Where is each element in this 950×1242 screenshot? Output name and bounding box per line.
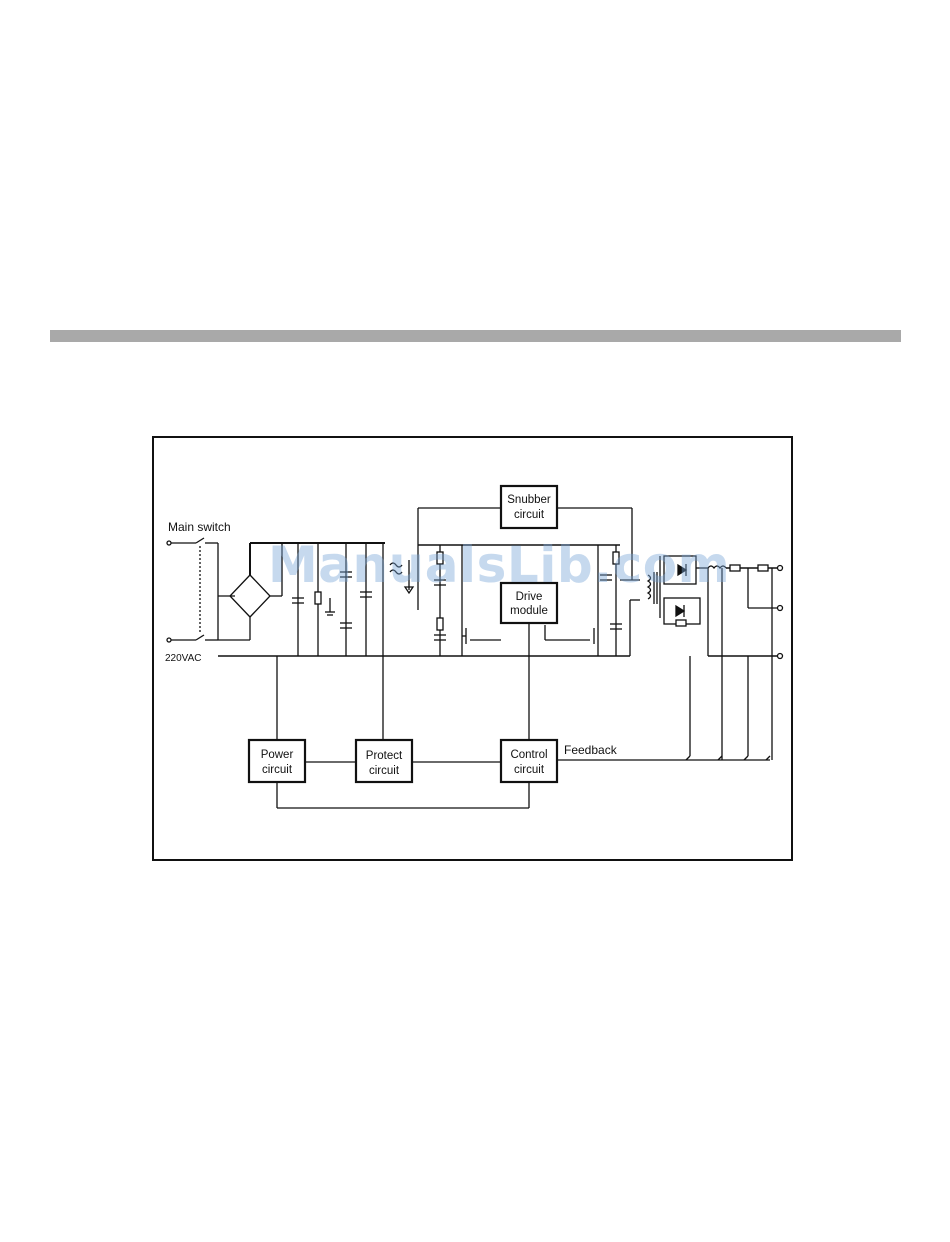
protect-label-2: circuit xyxy=(369,765,400,777)
power-label-2: circuit xyxy=(262,764,293,776)
power-label-1: Power xyxy=(261,749,294,761)
input-voltage-label: 220VAC xyxy=(165,653,202,664)
snubber-label-1: Snubber xyxy=(507,494,551,506)
main-switch-label: Main switch xyxy=(168,520,231,534)
watermark-text: ManualsLib.com xyxy=(268,536,730,594)
control-label-2: circuit xyxy=(514,764,545,776)
output-terminal-1 xyxy=(778,566,783,571)
input-terminal-bottom xyxy=(167,638,171,642)
protect-label-1: Protect xyxy=(366,750,403,762)
bridge-rectifier xyxy=(230,575,270,617)
output-terminal-2 xyxy=(778,606,783,611)
drive-label-2: module xyxy=(510,605,548,617)
snubber-label-2: circuit xyxy=(514,509,545,521)
snubber-circuit-block xyxy=(501,486,557,528)
input-terminal-top xyxy=(167,541,171,545)
control-label-1: Control xyxy=(510,749,547,761)
output-terminal-3 xyxy=(778,654,783,659)
feedback-label: Feedback xyxy=(564,743,618,757)
figure-frame xyxy=(153,437,792,860)
